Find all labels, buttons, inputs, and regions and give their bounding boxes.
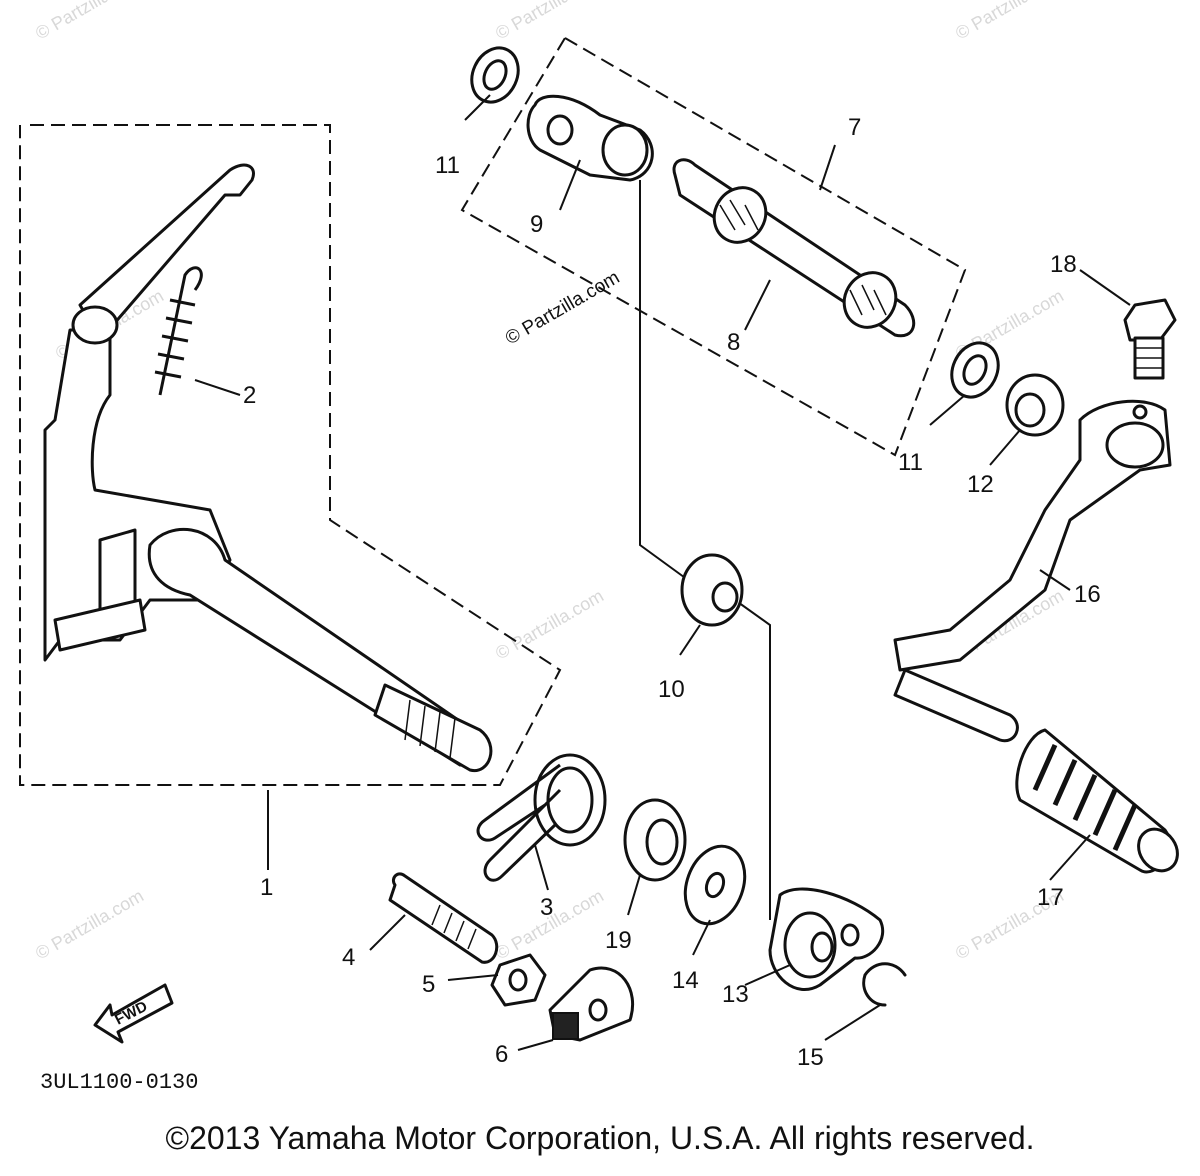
callout-leaders bbox=[194, 94, 1131, 1051]
part-bushing-19 bbox=[623, 798, 687, 882]
part-stud-4 bbox=[388, 872, 499, 964]
part-number-label: 8 bbox=[727, 329, 740, 356]
watermark-text: © Partzilla.com bbox=[492, 0, 607, 43]
part-number-label: 19 bbox=[605, 927, 632, 954]
part-number-label: 5 bbox=[422, 971, 435, 998]
part-oil-seal-12 bbox=[1005, 373, 1065, 437]
watermark-text: © Partzilla.com bbox=[492, 585, 607, 663]
part-pedal-rubber-17 bbox=[1015, 728, 1179, 874]
part-number-label: 4 bbox=[342, 944, 355, 971]
watermark-text: © Partzilla.com bbox=[32, 0, 147, 43]
part-collar-10 bbox=[680, 553, 744, 627]
watermark-text: © Partzilla.com bbox=[502, 267, 623, 349]
part-number-label: 6 bbox=[495, 1041, 508, 1068]
part-cam-6 bbox=[548, 966, 635, 1042]
diagram-code: 3UL1100-0130 bbox=[40, 1070, 198, 1095]
part-shift-shaft-1 bbox=[43, 163, 493, 772]
part-number-label: 7 bbox=[848, 114, 861, 141]
watermark-text: © Partzilla.com bbox=[952, 0, 1067, 43]
part-bolt-18 bbox=[1123, 298, 1177, 380]
part-arm-9 bbox=[526, 94, 654, 182]
shift-shaft-assembly-7-box bbox=[460, 36, 967, 457]
copyright-notice: ©2013 Yamaha Motor Corporation, U.S.A. A… bbox=[165, 1120, 1035, 1156]
part-number-label: 15 bbox=[797, 1044, 824, 1071]
part-washer-11 bbox=[482, 59, 508, 91]
part-number-label: 11 bbox=[435, 152, 460, 179]
part-joint-13 bbox=[768, 887, 885, 992]
part-shaft-8 bbox=[672, 158, 916, 338]
alignment-line bbox=[639, 180, 689, 581]
part-number-label: 1 bbox=[260, 874, 273, 901]
part-nut-5 bbox=[490, 953, 547, 1007]
part-number-label: 2 bbox=[243, 382, 256, 409]
part-shift-pedal-16 bbox=[893, 399, 1172, 743]
part-washer-14 bbox=[683, 844, 747, 926]
part-number-label: 13 bbox=[722, 981, 749, 1008]
part-number-label: 16 bbox=[1074, 581, 1101, 608]
callout-numbers: 1 2 3 4 5 6 7 8 9 10 11 11 12 13 14 15 1… bbox=[243, 114, 1101, 1071]
part-number-label: 12 bbox=[967, 471, 994, 498]
alignment-line bbox=[734, 599, 771, 920]
watermark-text: © Partzilla.com bbox=[32, 885, 147, 963]
part-spring-2 bbox=[154, 266, 203, 396]
part-number-label: 18 bbox=[1050, 251, 1077, 278]
part-number-label: 11 bbox=[898, 449, 923, 476]
part-number-label: 3 bbox=[540, 894, 553, 921]
shift-shaft-group-box bbox=[19, 124, 562, 786]
part-number-label: 10 bbox=[658, 676, 685, 703]
part-number-label: 17 bbox=[1037, 884, 1064, 911]
part-number-label: 9 bbox=[530, 211, 543, 238]
fwd-arrow-icon: FWD bbox=[93, 983, 174, 1044]
part-circlip-15 bbox=[862, 962, 907, 1007]
part-torsion-spring-3 bbox=[476, 753, 607, 882]
part-number-label: 14 bbox=[672, 967, 699, 994]
part-washer-11 bbox=[962, 354, 988, 386]
